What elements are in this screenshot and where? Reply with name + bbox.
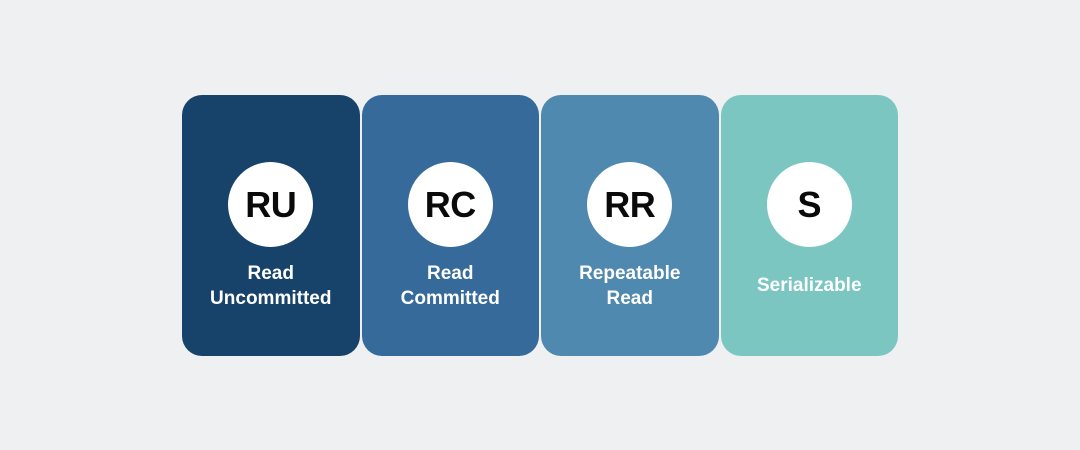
isolation-card-label: Repeatable Read <box>579 263 681 309</box>
isolation-card-label: Read Committed <box>400 263 500 309</box>
isolation-level-card-row: RU Read Uncommitted RC Read Committed RR… <box>182 95 898 356</box>
isolation-badge-abbreviation: RC <box>424 183 477 225</box>
isolation-badge-abbreviation: S <box>797 183 821 225</box>
isolation-card-read-committed[interactable]: RC Read Committed <box>361 95 539 356</box>
isolation-card-label: Read Uncommitted <box>210 263 332 309</box>
isolation-card-read-uncommitted[interactable]: RU Read Uncommitted <box>182 95 360 356</box>
isolation-badge-abbreviation: RR <box>604 183 656 225</box>
isolation-card-label: Serializable <box>756 275 862 296</box>
isolation-badge-circle: RU <box>228 162 314 247</box>
isolation-badge-circle: S <box>766 162 852 247</box>
isolation-card-repeatable-read[interactable]: RR Repeatable Read <box>541 95 719 356</box>
isolation-badge-circle: RR <box>587 162 673 247</box>
isolation-card-serializable[interactable]: S Serializable <box>720 95 898 356</box>
isolation-badge-circle: RC <box>407 162 493 247</box>
isolation-badge-abbreviation: RU <box>245 183 297 225</box>
